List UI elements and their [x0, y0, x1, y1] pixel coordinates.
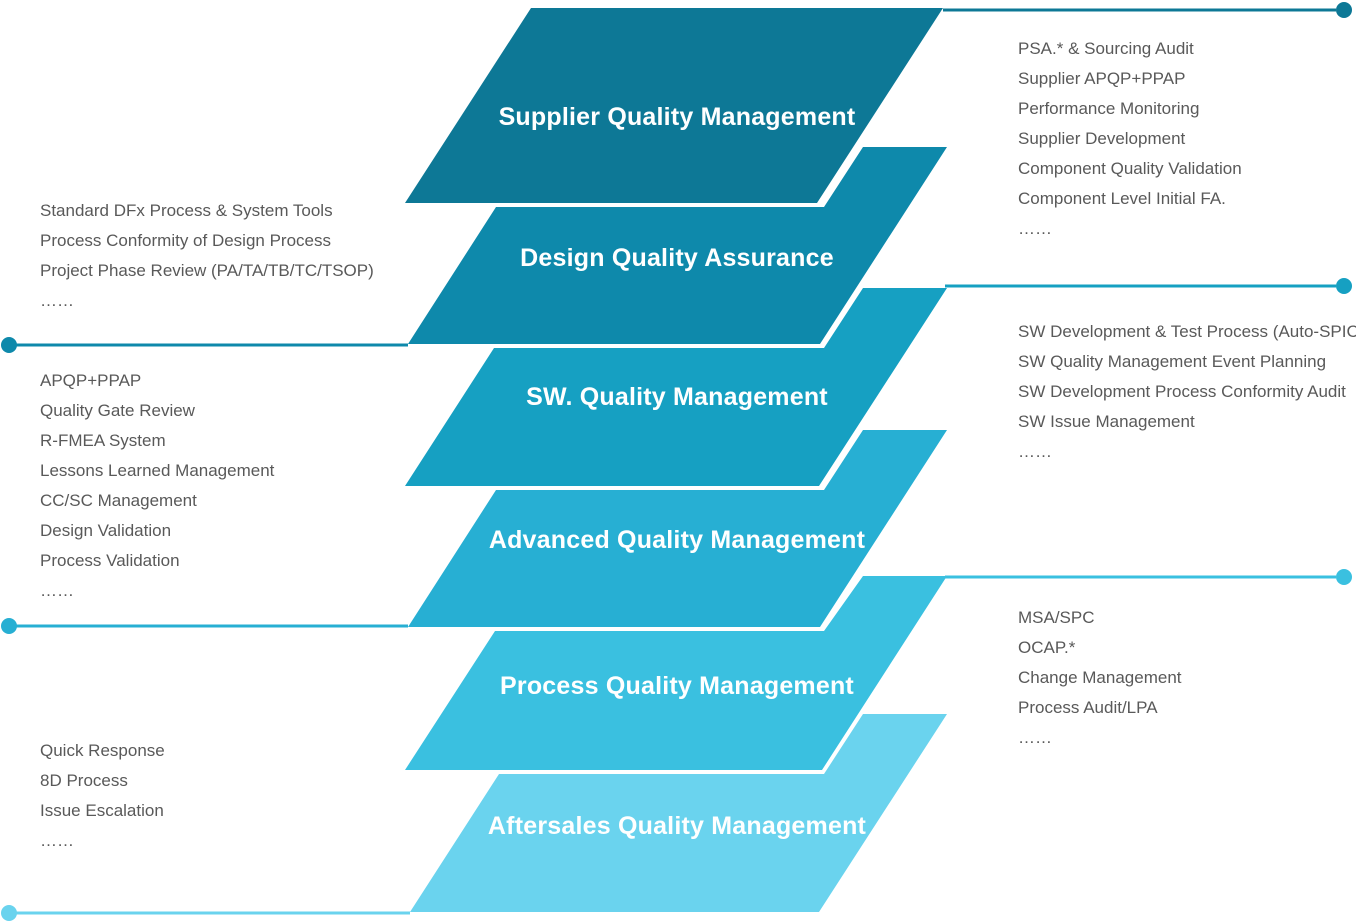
list-item: Process Conformity of Design Process	[40, 231, 331, 250]
band-items-aftersales-quality-management: Quick Response 8D Process Issue Escalati…	[40, 736, 165, 856]
list-item: Quality Gate Review	[40, 401, 195, 420]
list-item: Component Level Initial FA.	[1018, 189, 1226, 208]
list-item: Quick Response	[40, 741, 165, 760]
list-item: APQP+PPAP	[40, 371, 142, 390]
list-item: Issue Escalation	[40, 801, 164, 820]
list-item: Performance Monitoring	[1018, 99, 1200, 118]
list-item: ……	[40, 291, 74, 310]
list-item: MSA/SPC	[1018, 608, 1095, 627]
band-label-design-quality-assurance: Design Quality Assurance	[520, 244, 834, 272]
band-shape-design-quality-assurance	[408, 147, 947, 344]
list-item: Component Quality Validation	[1018, 159, 1242, 178]
list-item: Lessons Learned Management	[40, 461, 275, 480]
list-item: Change Management	[1018, 668, 1182, 687]
band-items-supplier-quality-management: PSA.* & Sourcing Audit Supplier APQP+PPA…	[1018, 34, 1242, 244]
list-item: ……	[1018, 728, 1052, 747]
band-shape-supplier-quality-management	[405, 8, 943, 203]
band-label-aftersales-quality-management: Aftersales Quality Management	[487, 812, 867, 840]
connector-dot-supplier-quality	[1336, 2, 1352, 18]
list-item: ……	[40, 831, 74, 850]
band-items-design-quality-assurance: Standard DFx Process & System Tools Proc…	[40, 196, 374, 316]
list-item: OCAP.*	[1018, 638, 1076, 657]
list-item: R-FMEA System	[40, 431, 166, 450]
band-shape-advanced-quality-management	[408, 430, 947, 627]
connector-dot-process-quality	[1336, 569, 1352, 585]
list-item: Project Phase Review (PA/TA/TB/TC/TSOP)	[40, 261, 374, 280]
band-label-process-quality-management: Process Quality Management	[500, 672, 854, 700]
list-item: SW Quality Management Event Planning	[1018, 352, 1327, 371]
band-shape-sw-quality-management	[405, 288, 947, 486]
list-item: Process Audit/LPA	[1018, 698, 1158, 717]
connector-dot-aftersales-quality	[1, 905, 17, 921]
band-label-sw-quality-management: SW. Quality Management	[526, 383, 828, 411]
list-item: Standard DFx Process & System Tools	[40, 201, 333, 220]
list-item: Design Validation	[40, 521, 172, 540]
list-item: Supplier APQP+PPAP	[1018, 69, 1186, 88]
list-item: SW Issue Management	[1018, 412, 1195, 431]
list-item: ……	[1018, 219, 1052, 238]
band-items-sw-quality-management: SW Development & Test Process (Auto-SPIC…	[1018, 317, 1356, 467]
list-item: SW Development & Test Process (Auto-SPIC…	[1018, 322, 1356, 341]
list-item: Process Validation	[40, 551, 180, 570]
band-shape-process-quality-management	[405, 576, 947, 770]
connector-dot-advanced-quality	[1, 618, 17, 634]
band-items-advanced-quality-management: APQP+PPAP Quality Gate Review R-FMEA Sys…	[40, 366, 274, 606]
list-item: 8D Process	[40, 771, 128, 790]
band-label-supplier-quality-management: Supplier Quality Management	[498, 103, 856, 131]
band-shape-aftersales-quality-management	[410, 714, 947, 912]
list-item: ……	[40, 581, 74, 600]
list-item: CC/SC Management	[40, 491, 197, 510]
list-item: ……	[1018, 442, 1052, 461]
band-label-advanced-quality-management: Advanced Quality Management	[488, 526, 866, 554]
list-item: Supplier Development	[1018, 129, 1186, 148]
list-item: SW Development Process Conformity Audit	[1018, 382, 1346, 401]
connector-dot-design-quality	[1, 337, 17, 353]
list-item: PSA.* & Sourcing Audit	[1018, 39, 1194, 58]
connector-dot-sw-quality	[1336, 278, 1352, 294]
band-items-process-quality-management: MSA/SPC OCAP.* Change Management Process…	[1018, 603, 1182, 753]
